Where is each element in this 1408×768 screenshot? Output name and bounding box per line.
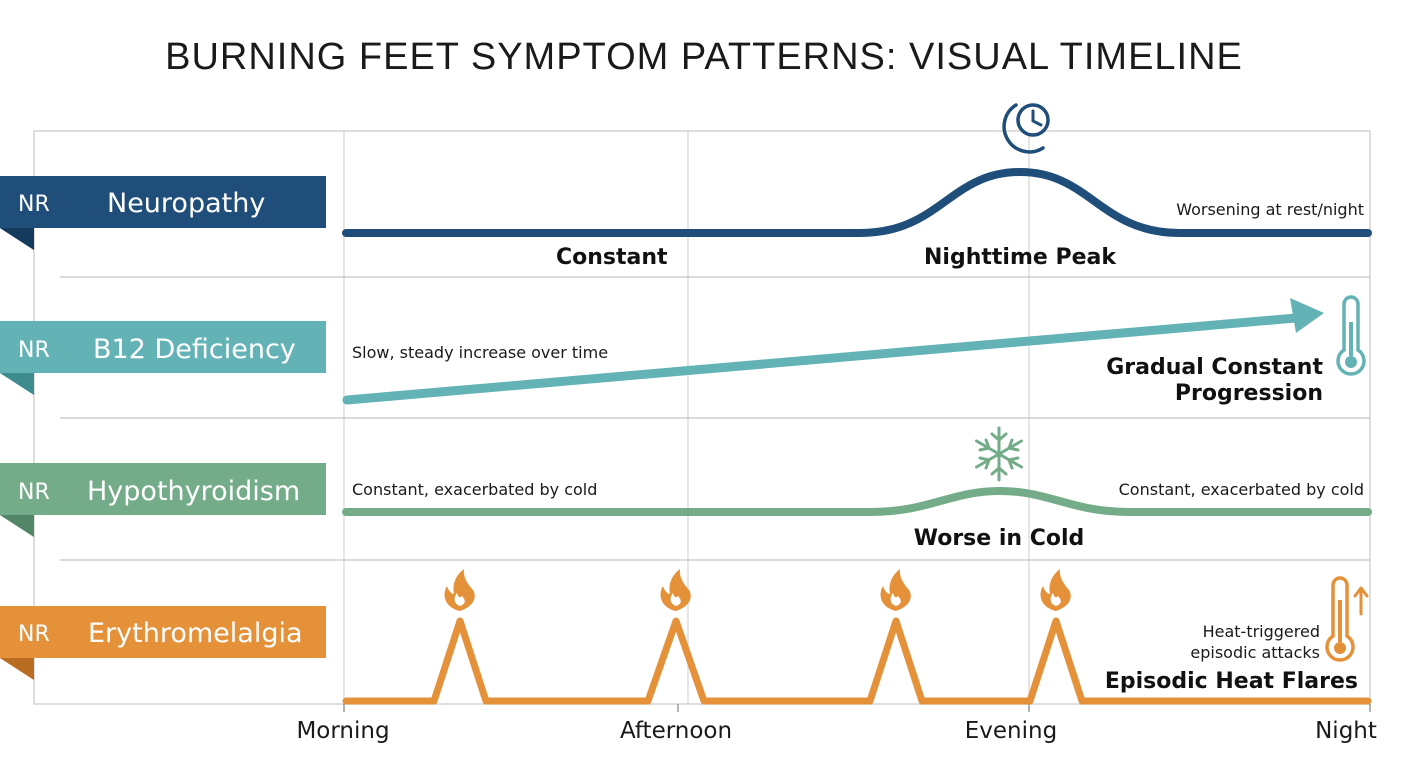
- row-code: NR: [18, 480, 50, 505]
- row-b12-deficiency: NR B12 Deficiency Slow, steady increase …: [0, 295, 1366, 406]
- episodic-heat-flares-label: Episodic Heat Flares: [1105, 669, 1358, 694]
- row-erythromelalgia: NR Erythromelalgia Heat-triggered episod…: [0, 569, 1372, 705]
- row-name: Neuropathy: [107, 188, 265, 219]
- row-code: NR: [18, 338, 50, 363]
- b12-progression-line: [342, 313, 1301, 405]
- axis-label-night: Night: [1315, 718, 1377, 744]
- axis-label-morning: Morning: [296, 718, 389, 744]
- row-code: NR: [18, 192, 50, 217]
- neuropathy-curve: [342, 167, 1372, 237]
- neuropathy-ribbon: [0, 176, 326, 250]
- gradual-label-line2: Progression: [1175, 381, 1323, 406]
- flame-icon: [1040, 569, 1071, 611]
- b12-ribbon: [0, 321, 326, 395]
- row-code: NR: [18, 622, 50, 647]
- gradual-label-line1: Gradual Constant: [1106, 355, 1323, 380]
- hot-thermometer-icon: [1325, 576, 1369, 662]
- hypothyroidism-ribbon: [0, 463, 326, 537]
- flame-icon: [444, 569, 475, 611]
- cold-note-left: Constant, exacerbated by cold: [352, 480, 597, 499]
- ribbon-fold: [0, 658, 34, 680]
- page-title: BURNING FEET SYMPTOM PATTERNS: VISUAL TI…: [165, 36, 1243, 78]
- thermometer-icon: [1336, 295, 1366, 376]
- ribbon-fold: [0, 228, 34, 250]
- nighttime-peak-label: Nighttime Peak: [924, 245, 1117, 270]
- erythromelalgia-flare-line: [342, 617, 1372, 705]
- flame-icon: [880, 569, 911, 611]
- ribbon-fold: [0, 373, 34, 395]
- axis-label-afternoon: Afternoon: [620, 718, 732, 744]
- row-neuropathy: NR Neuropathy Constant Nighttime Peak Wo…: [0, 103, 1372, 270]
- worse-in-cold-label: Worse in Cold: [914, 526, 1085, 551]
- axis-label-evening: Evening: [965, 718, 1057, 744]
- heat-note-line2: episodic attacks: [1190, 643, 1320, 662]
- worsening-note: Worsening at rest/night: [1176, 200, 1364, 219]
- arrow-head: [1290, 298, 1324, 333]
- row-hypothyroidism: NR Hypothyroidism Constant, exacerbated …: [0, 426, 1372, 551]
- hypothyroidism-curve: [342, 486, 1372, 516]
- row-name: Erythromelalgia: [88, 618, 303, 649]
- heat-note-line1: Heat-triggered: [1203, 622, 1320, 641]
- flame-icon: [660, 569, 691, 611]
- erythromelalgia-ribbon: [0, 606, 326, 680]
- cold-note-right: Constant, exacerbated by cold: [1119, 480, 1364, 499]
- snowflake-icon: [975, 426, 1023, 482]
- row-name: Hypothyroidism: [87, 476, 300, 507]
- b12-note: Slow, steady increase over time: [352, 343, 608, 362]
- ribbon-fold: [0, 515, 34, 537]
- row-name: B12 Deficiency: [93, 334, 296, 365]
- constant-label: Constant: [556, 245, 668, 270]
- moon-clock-icon: [1002, 103, 1050, 154]
